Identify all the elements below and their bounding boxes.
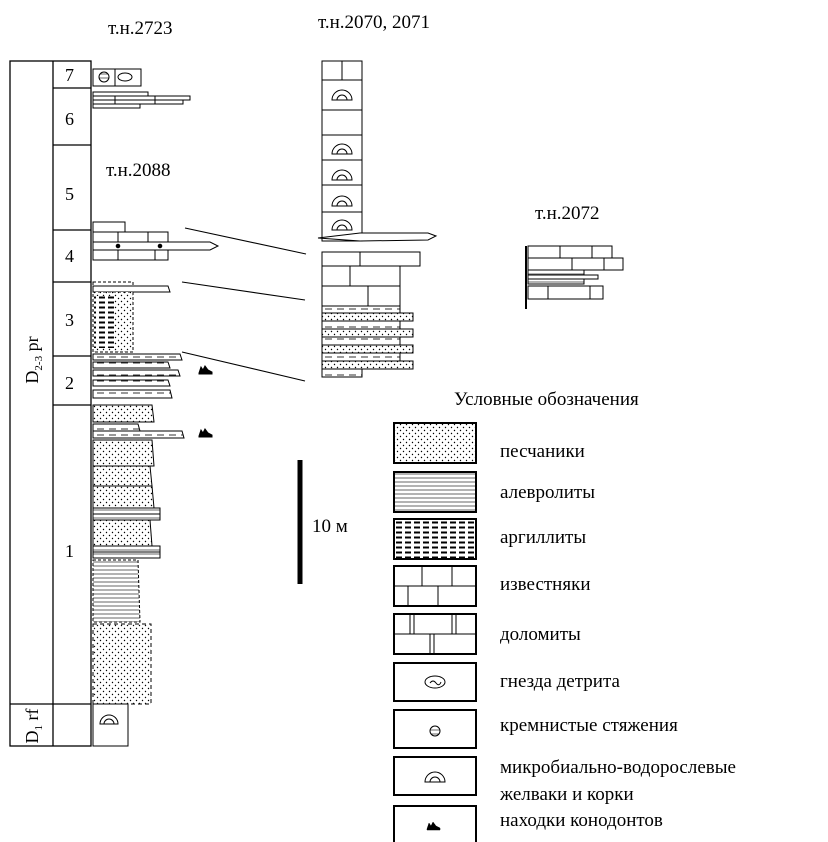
scale-bar: 10 м: [300, 460, 348, 584]
section-title-2088: т.н.2088: [106, 160, 171, 181]
formation-label-main: D2-3 pr: [22, 336, 45, 383]
section-2723-column: [93, 69, 190, 108]
formation-label-base: D1 rf: [22, 709, 45, 744]
member-3-label: 3: [65, 310, 74, 330]
conodont-find-icon: [199, 366, 212, 374]
section-title-2072: т.н.2072: [535, 203, 600, 224]
member-1-label: 1: [65, 541, 74, 561]
scale-bar-label: 10 м: [312, 516, 348, 537]
legend-label-sandstone: песчаники: [500, 441, 585, 462]
legend-label-limestone: известняки: [500, 574, 590, 595]
member-2-label: 2: [65, 373, 74, 393]
section-title-2070: т.н.2070, 2071: [318, 12, 430, 33]
legend: Условные обозначения песчаники алевролит…: [394, 389, 736, 842]
siltstone-pattern: [394, 472, 476, 512]
detritus-nest-icon: [394, 663, 476, 701]
limestone-pattern: [394, 566, 476, 606]
sandstone-pattern: [394, 423, 476, 463]
legend-label-microbial-1: микробиально-водорослевые: [500, 757, 736, 778]
conodont-find-icon: [394, 806, 476, 842]
conodont-find-icon: [199, 429, 212, 437]
member-7-label: 7: [65, 65, 74, 85]
member-4-label: 4: [65, 246, 74, 266]
legend-label-siltstone: алевролиты: [500, 482, 595, 503]
member-6-label: 6: [65, 109, 74, 129]
legend-label-dolomite: доломиты: [500, 624, 581, 645]
chert-nodule-icon: [99, 72, 109, 82]
detritus-nest-icon: [118, 73, 132, 81]
strat-frame: [10, 61, 91, 746]
legend-title: Условные обозначения: [454, 389, 639, 410]
legend-label-microbial-2: желваки и корки: [499, 784, 634, 805]
section-2070-column: [318, 61, 436, 377]
section-2072-column: [526, 246, 623, 309]
section-2088-column: [93, 222, 218, 746]
microbial-nodule-icon: [394, 757, 476, 795]
correlation-lines: [182, 228, 306, 381]
svg-text:D2-3 pr: D2-3 pr: [22, 336, 45, 383]
section-title-2723: т.н.2723: [108, 18, 173, 39]
legend-label-mudstone: аргиллиты: [500, 527, 586, 548]
mudstone-pattern: [394, 519, 476, 559]
legend-label-chert: кремнистые стяжения: [500, 715, 678, 736]
legend-label-conodont: находки конодонтов: [500, 810, 663, 831]
legend-label-detritus: гнезда детрита: [500, 671, 620, 692]
member-numbers: 7 6 5 4 3 2 1: [65, 65, 74, 561]
dolomite-pattern: [394, 614, 476, 654]
chert-nodule-icon: [394, 710, 476, 748]
member-5-label: 5: [65, 184, 74, 204]
svg-text:D1 rf: D1 rf: [22, 709, 45, 744]
